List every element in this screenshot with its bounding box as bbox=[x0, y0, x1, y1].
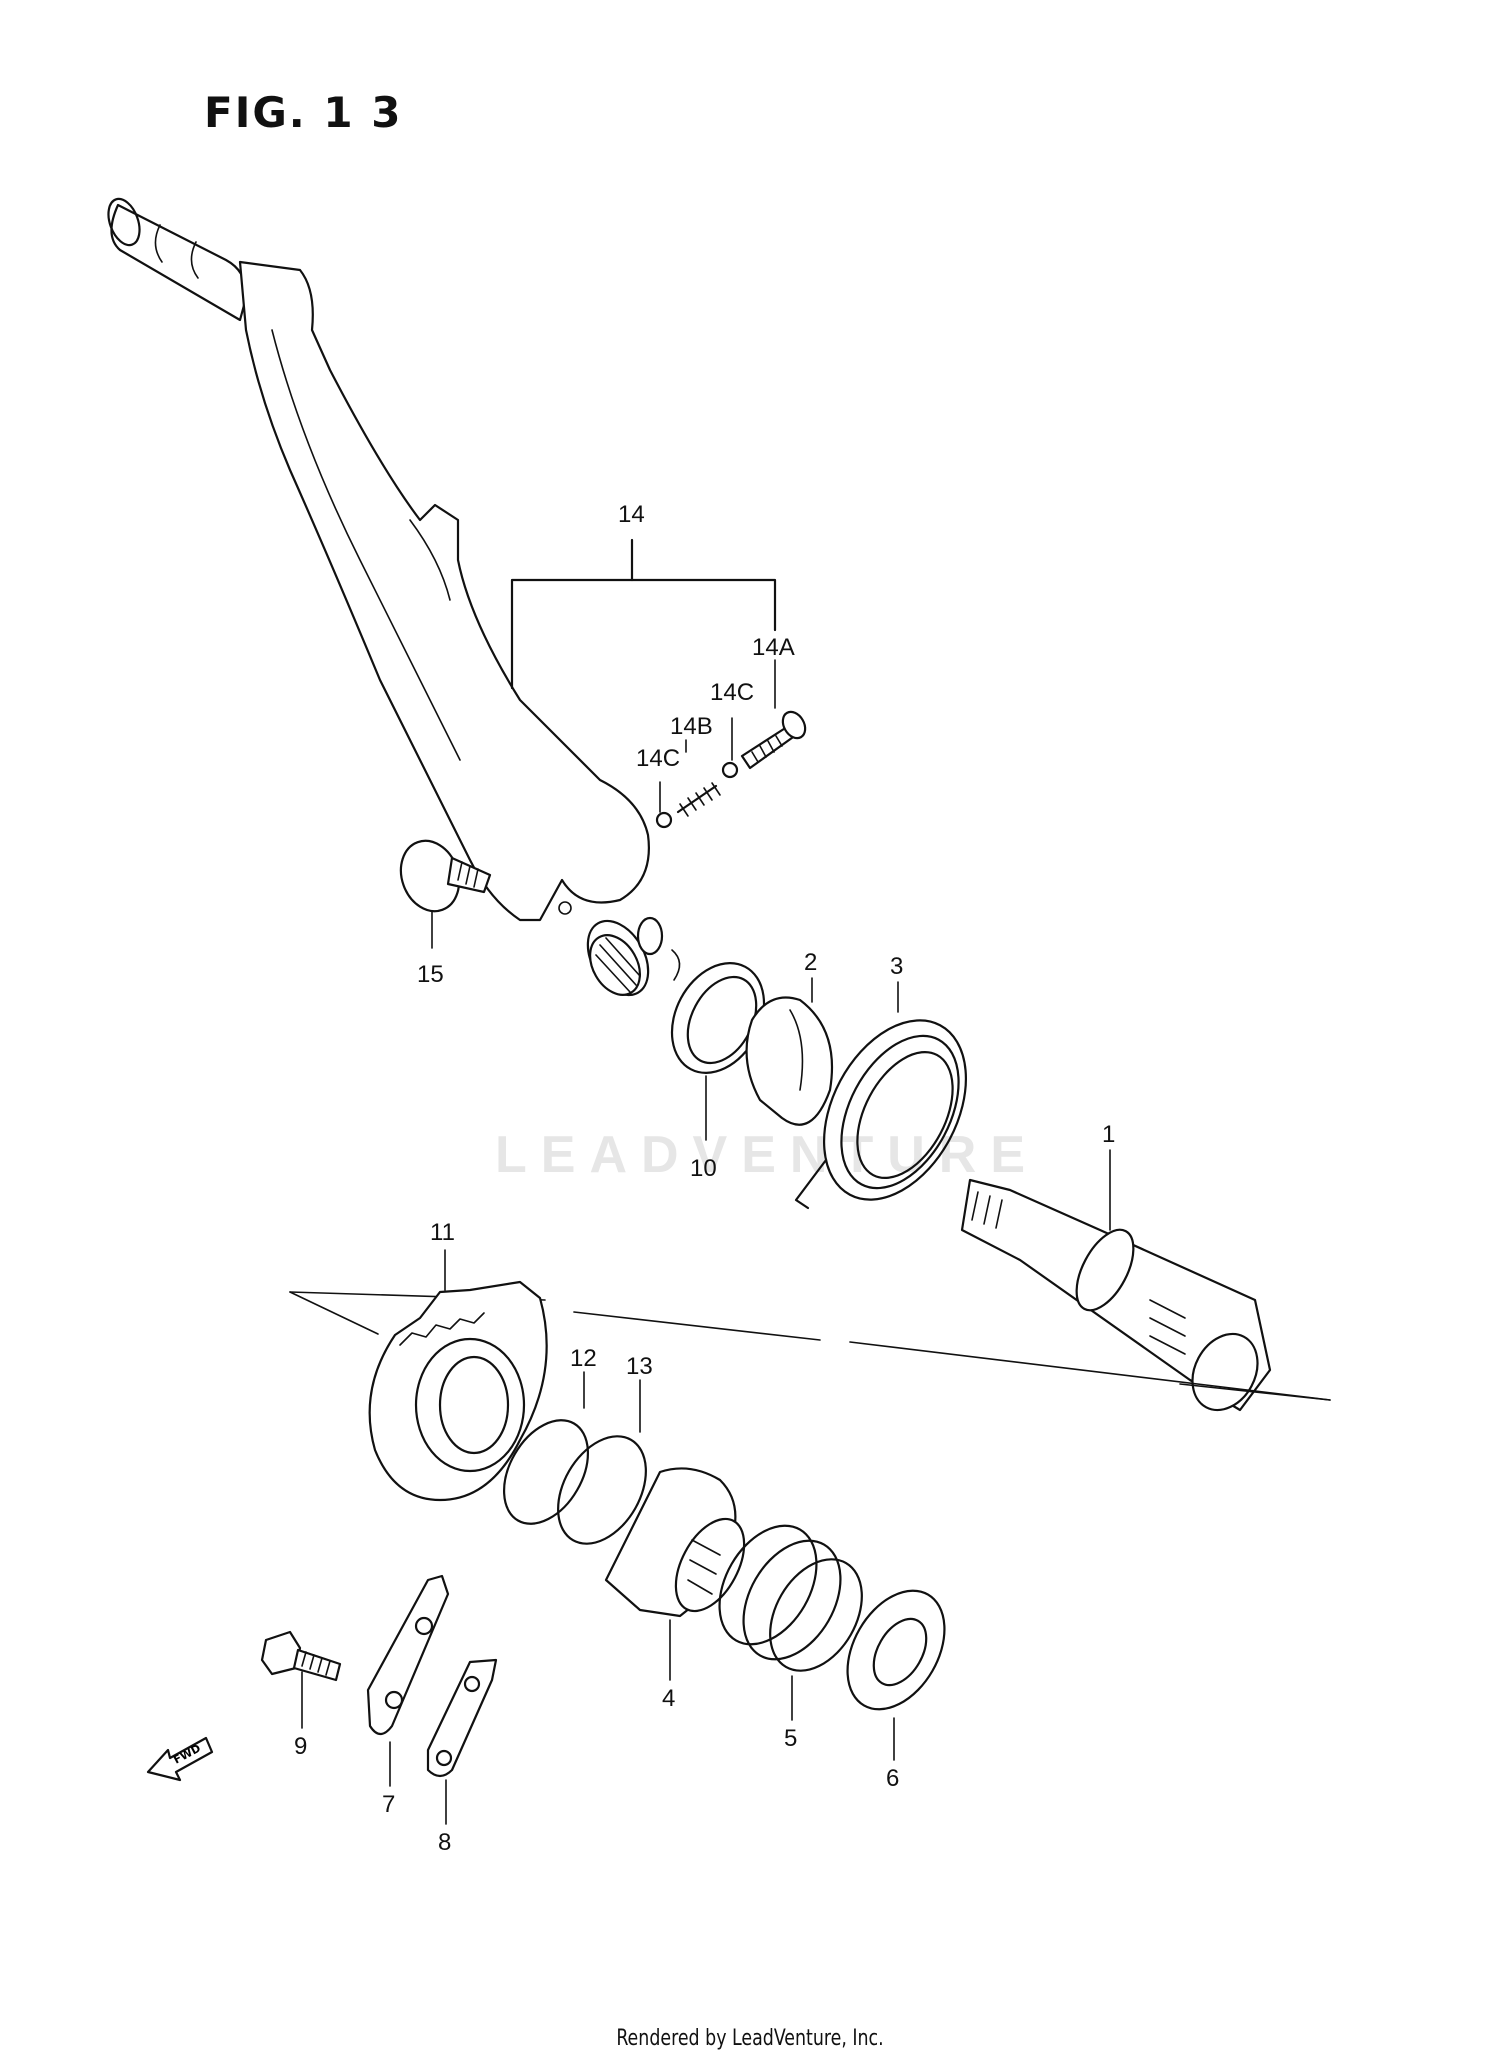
fwd-arrow-icon: FWD bbox=[146, 1736, 214, 1782]
callout-8: 8 bbox=[438, 1829, 451, 1856]
callout-5: 5 bbox=[784, 1725, 797, 1752]
spring-3 bbox=[794, 981, 968, 1210]
callout-1: 1 bbox=[1102, 1121, 1115, 1148]
washer-6 bbox=[846, 1589, 946, 1761]
callout-14c-left: 14C bbox=[636, 745, 680, 772]
plate-8 bbox=[426, 1658, 498, 1825]
callout-3: 3 bbox=[890, 953, 903, 980]
spring-14b bbox=[676, 782, 721, 817]
callout-6: 6 bbox=[886, 1765, 899, 1792]
shaft-1 bbox=[960, 1149, 1272, 1412]
ratchet-4 bbox=[604, 1467, 746, 1681]
ball-14c-left bbox=[655, 811, 673, 829]
callout-10: 10 bbox=[690, 1155, 717, 1182]
callout-2: 2 bbox=[804, 949, 817, 976]
callout-14: 14 bbox=[618, 501, 645, 528]
callout-14b: 14B bbox=[670, 713, 713, 740]
bolt-9 bbox=[260, 1630, 342, 1729]
plate-7 bbox=[366, 1574, 450, 1787]
bolt-14a bbox=[740, 710, 807, 770]
spring-5 bbox=[718, 1524, 863, 1721]
callout-15: 15 bbox=[417, 961, 444, 988]
watermark: LEADVENTURE bbox=[495, 1126, 1040, 1184]
callout-4: 4 bbox=[662, 1685, 675, 1712]
ball-14c-right bbox=[721, 761, 739, 779]
footer-credit: Rendered by LeadVenture, Inc. bbox=[616, 2026, 884, 2051]
callout-7: 7 bbox=[382, 1791, 395, 1818]
callout-11: 11 bbox=[430, 1219, 455, 1246]
callout-14a: 14A bbox=[752, 634, 795, 661]
callout-12: 12 bbox=[570, 1345, 597, 1372]
bolt-15 bbox=[399, 839, 492, 949]
callout-9: 9 bbox=[294, 1733, 307, 1760]
callout-13: 13 bbox=[626, 1353, 653, 1380]
callout-14c-right: 14C bbox=[710, 679, 754, 706]
gear-11 bbox=[368, 1249, 548, 1502]
oil-seal-10 bbox=[670, 962, 766, 1141]
bracket-14 bbox=[510, 538, 777, 813]
kick-lever bbox=[107, 197, 681, 997]
circlip-12 bbox=[502, 1371, 590, 1525]
guide-2 bbox=[745, 977, 834, 1126]
figure-title: FIG. 1 3 bbox=[204, 88, 403, 137]
circlip-13 bbox=[557, 1379, 647, 1545]
